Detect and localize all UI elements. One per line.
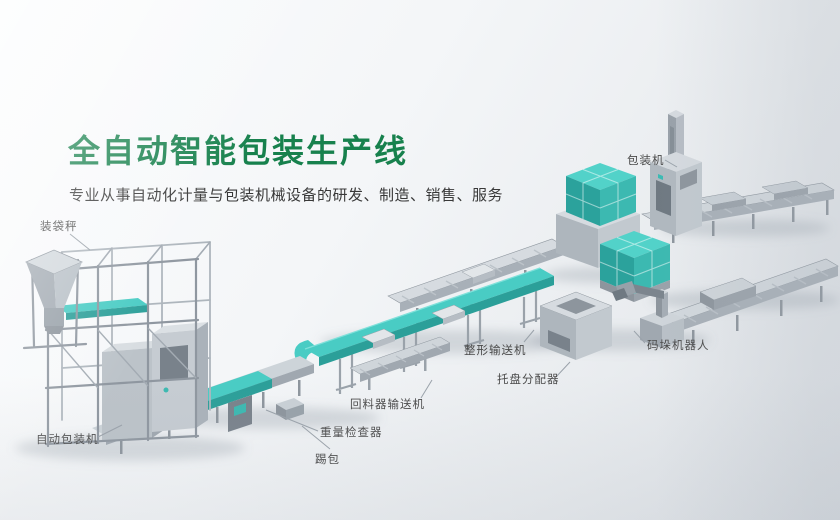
- label-return-feeder-conveyor: 回料器输送机: [350, 397, 425, 411]
- label-packaging-machine: 包装机: [627, 153, 665, 167]
- label-auto-packaging-machine: 自动包装机: [36, 432, 99, 446]
- label-palletizing-robot: 码垛机器人: [647, 338, 710, 352]
- page-title: 全自动智能包装生产线: [68, 132, 409, 170]
- label-pallet-distributor: 托盘分配器: [497, 372, 560, 386]
- label-bagging-scale: 装袋秤: [40, 219, 78, 233]
- label-weight-checker: 重量检查器: [320, 425, 383, 439]
- page-subtitle: 专业从事自动化计量与包装机械设备的研发、制造、销售、服务: [69, 186, 504, 204]
- label-kick-bag: 踢包: [315, 452, 340, 466]
- label-shaping-conveyor: 整形输送机: [464, 343, 527, 357]
